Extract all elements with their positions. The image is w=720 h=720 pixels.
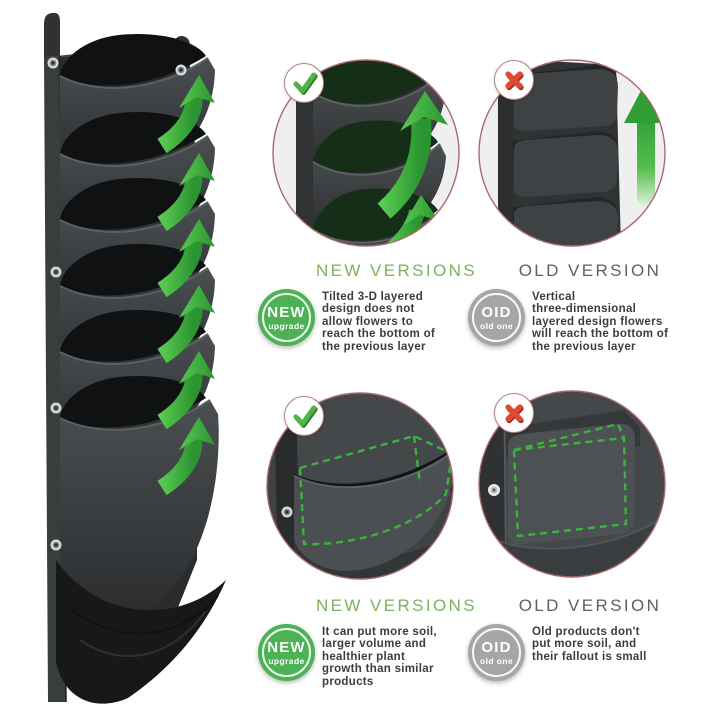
grommet-icon [175, 64, 187, 76]
badge-title: NEW [267, 303, 306, 321]
new-upgrade-badge: NEW upgrade [258, 289, 315, 346]
badge-title: NEW [267, 638, 306, 656]
grommet-icon [50, 402, 62, 414]
description-text: Old products don't put more soil, and th… [532, 626, 647, 663]
description-text: It can put more soil, larger volume and … [322, 626, 437, 688]
heading-old-version: OLD VERSION [518, 596, 662, 615]
check-icon [284, 396, 324, 436]
info-block-new-top: NEW VERSIONS NEW upgrade Tilted 3-D laye… [258, 261, 478, 353]
old-one-badge: OID old one [468, 624, 525, 681]
info-block-old-bottom: OLD VERSION OID old one Old products don… [468, 596, 684, 681]
product-photo-main [0, 0, 250, 720]
heading-new-versions: NEW VERSIONS [316, 596, 478, 615]
badge-subtitle: old one [479, 320, 514, 331]
description-text: Vertical three-dimensional layered desig… [532, 291, 669, 353]
description-text: Tilted 3-D layered design does not allow… [322, 291, 436, 353]
volume-outline-dashed [298, 434, 453, 546]
grommet-icon [281, 506, 293, 518]
photo-new-tilted-design [272, 59, 460, 247]
badge-title: OID [481, 303, 512, 321]
grommet-icon [488, 484, 500, 496]
growth-arrow-icon [157, 75, 215, 496]
new-upgrade-badge: NEW upgrade [258, 624, 315, 681]
cross-icon [494, 393, 534, 433]
cross-icon [494, 60, 534, 100]
badge-title: OID [481, 638, 512, 656]
hanging-tab-left [44, 13, 60, 62]
info-block-new-bottom: NEW VERSIONS NEW upgrade It can put more… [258, 596, 478, 688]
heading-old-version: OLD VERSION [518, 261, 662, 280]
badge-subtitle: old one [479, 655, 514, 666]
volume-outline-dashed [512, 422, 628, 538]
heading-new-versions: NEW VERSIONS [316, 261, 478, 280]
check-icon [284, 63, 324, 103]
grommet-icon [47, 57, 59, 69]
growth-arrow-icon [377, 91, 448, 246]
grommet-icon [50, 539, 62, 551]
badge-subtitle: upgrade [268, 655, 305, 666]
old-one-badge: OID old one [468, 289, 525, 346]
grommet-icon [50, 266, 62, 278]
badge-subtitle: upgrade [268, 320, 305, 331]
hanging-planter-illustration [44, 13, 226, 704]
info-block-old-top: OLD VERSION OID old one Vertical three-d… [468, 261, 684, 353]
